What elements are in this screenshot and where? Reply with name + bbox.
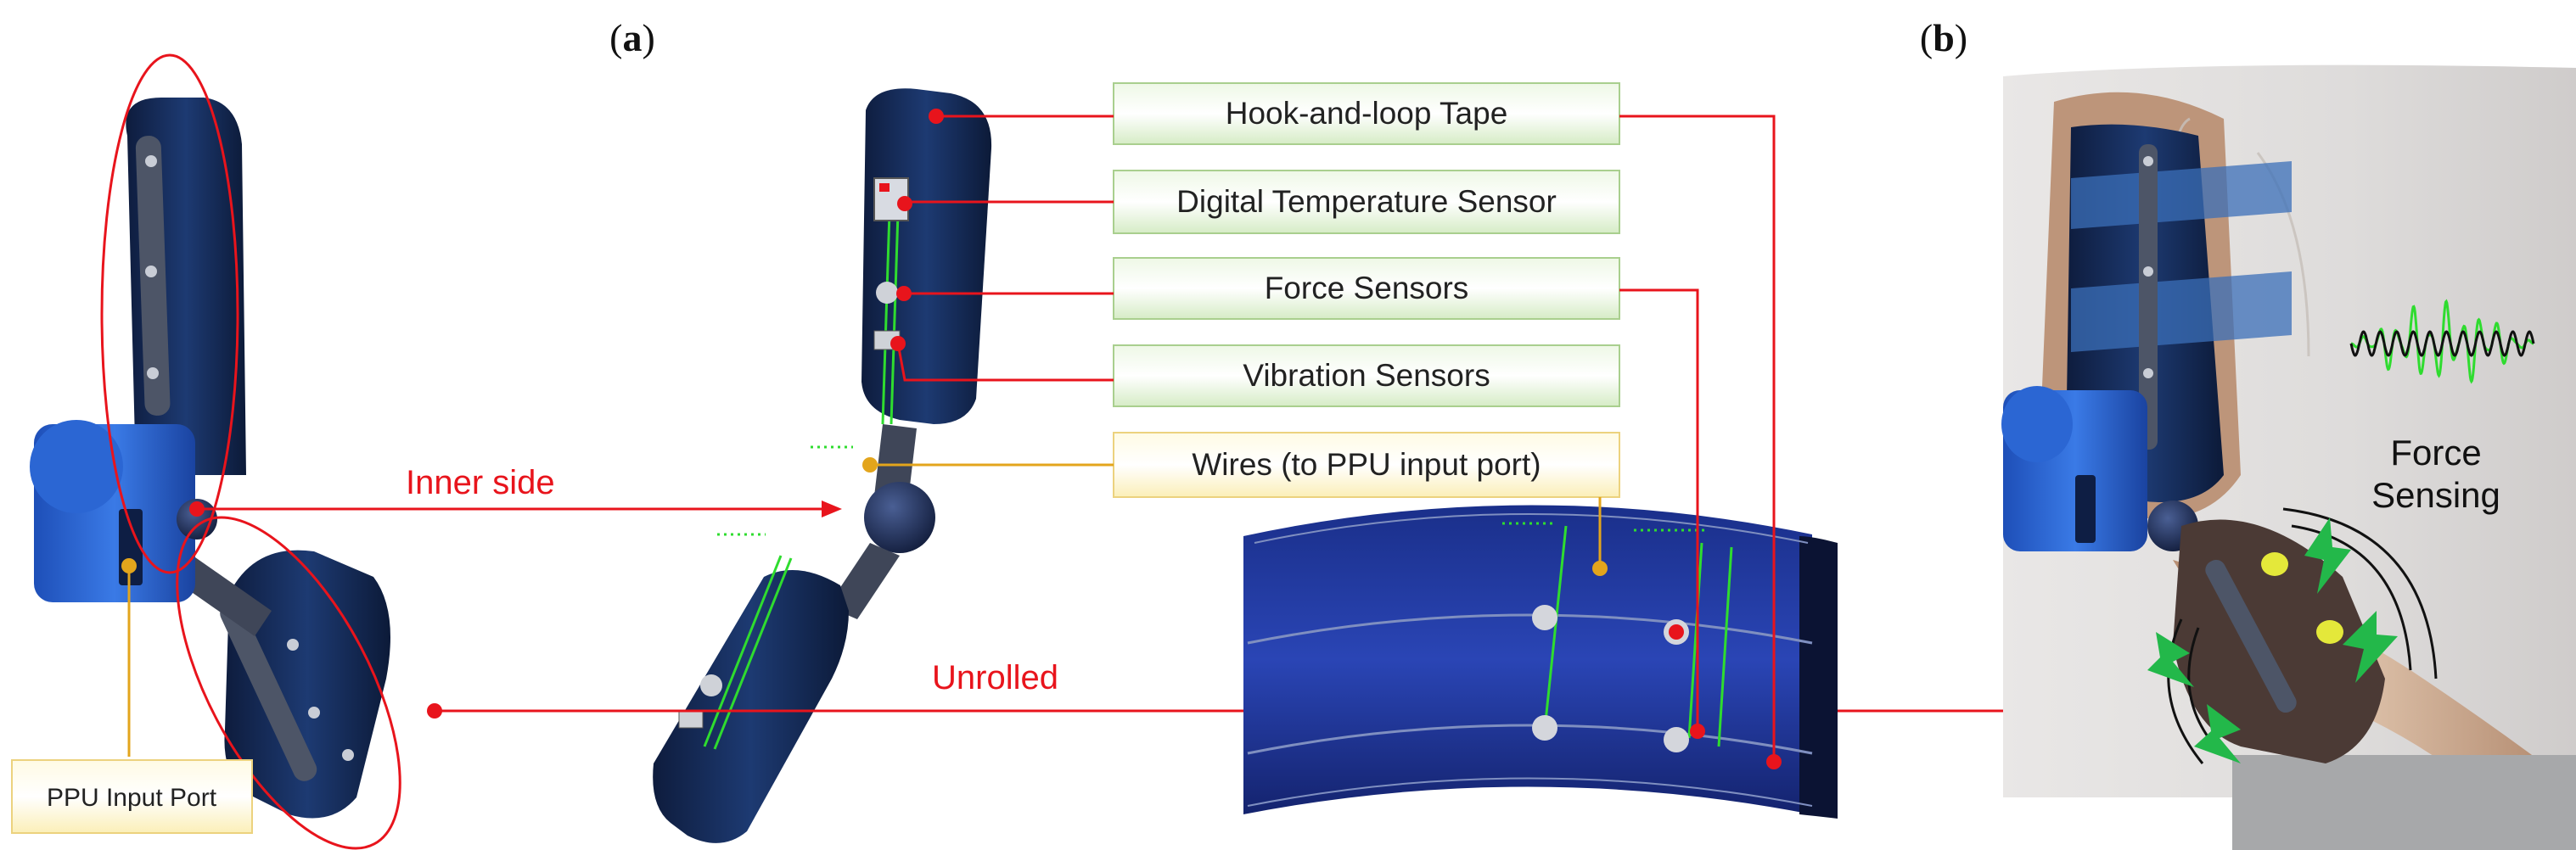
force-sensing-label-2: Sensing xyxy=(2371,475,2500,515)
inner-side-arrowhead xyxy=(822,500,842,517)
wire-dot-strap xyxy=(1592,561,1608,576)
ppu-port-box xyxy=(11,759,253,834)
svg-text:Vibration Sensors: Vibration Sensors xyxy=(1243,358,1490,393)
force-sensing-label-1: Force xyxy=(2390,433,2481,473)
ppu-port-label: PPU Input Port xyxy=(47,784,217,812)
svg-text:Digital Temperature Sensor: Digital Temperature Sensor xyxy=(1176,184,1557,219)
unrolled-dot xyxy=(427,703,442,719)
label-wires: Wires (to PPU input port) xyxy=(1113,432,1620,498)
panel-label-a: (a) xyxy=(609,16,655,59)
inner-side-dot xyxy=(189,501,205,517)
unrolled-strap xyxy=(1243,505,1838,819)
svg-text:Wires (to PPU input port): Wires (to PPU input port) xyxy=(1192,447,1541,482)
inner-side-label: Inner side xyxy=(406,464,555,501)
wearer-illustration xyxy=(2001,64,2576,850)
svg-text:Force Sensors: Force Sensors xyxy=(1265,271,1469,305)
label-temp-sensor: Digital Temperature Sensor xyxy=(1113,170,1620,234)
label-force-sensors: Force Sensors xyxy=(1113,257,1620,320)
label-vibration-sensors: Vibration Sensors xyxy=(1113,344,1620,407)
wire-connectors xyxy=(870,463,1602,568)
unrolled-label: Unrolled xyxy=(932,659,1058,696)
svg-text:Hook-and-loop Tape: Hook-and-loop Tape xyxy=(1226,96,1508,131)
panel-label-b: (b) xyxy=(1920,16,1967,59)
brace-inner-view xyxy=(653,88,992,843)
brace-outer-view xyxy=(30,53,401,850)
wire-dot-brace xyxy=(862,457,878,473)
label-hook-loop: Hook-and-loop Tape xyxy=(1113,82,1620,145)
ppu-port-dot xyxy=(121,558,137,573)
connector-lines xyxy=(896,115,2334,762)
force-signal-filtered xyxy=(2349,330,2535,357)
